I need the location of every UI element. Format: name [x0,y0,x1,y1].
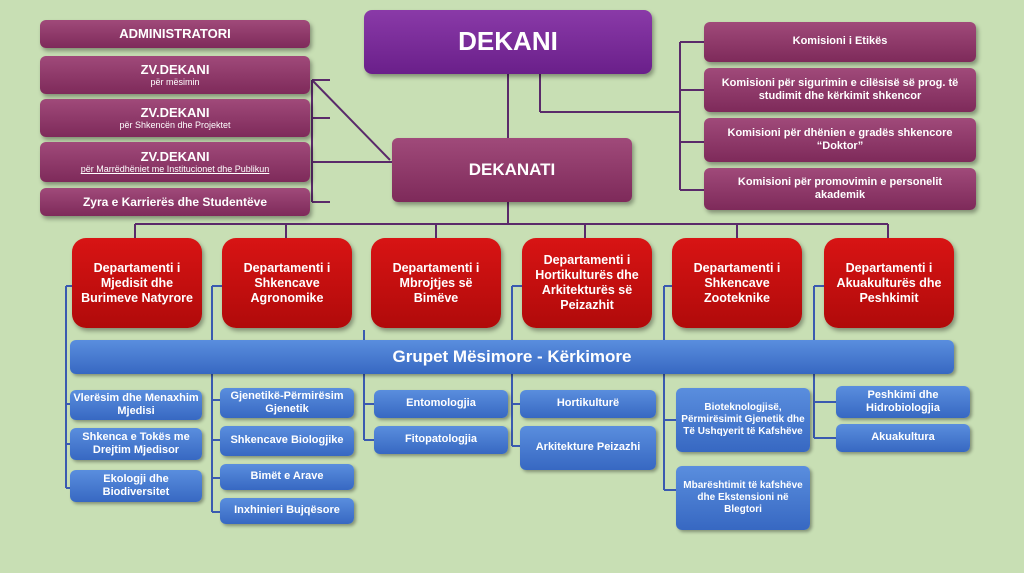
department-horticulture: Departamenti i Hortikulturës dhe Arkitek… [522,238,652,328]
group-label: Peshkimi dhe Hidrobiologjia [866,388,940,414]
department-label: Departamenti i Mbrojtjes së Bimëve [392,260,480,305]
vice-dean-teaching-sub: për mësimin [150,77,200,88]
deanate-label: DEKANATI [468,159,556,179]
group-box: Bioteknologjisë, Përmirësimit Gjenetik d… [676,388,810,452]
commission-promotion: Komisioni për promovimin e personelit ak… [704,168,976,210]
dean-box: DEKANI [364,10,652,74]
group-box: Ekologji dhe Biodiversitet [70,470,202,502]
department-agronomy: Departamenti i Shkencave Agronomike [222,238,352,328]
vice-dean-science-sub: për Shkencën dhe Projektet [119,120,231,131]
administrator-label: ADMINISTRATORI [119,26,231,42]
department-environment: Departamenti i Mjedisit dhe Burimeve Nat… [72,238,202,328]
group-box: Peshkimi dhe Hidrobiologjia [836,386,970,418]
commission-label: Komisioni për promovimin e personelit ak… [737,175,943,201]
vice-dean-science-box: ZV.DEKANI për Shkencën dhe Projektet [40,99,310,137]
vice-dean-relations-title: ZV.DEKANI [140,148,210,164]
vice-dean-relations-box: ZV.DEKANI për Marrëdhëniet me Institucio… [40,142,310,182]
group-box: Hortikulturë [520,390,656,418]
department-label: Departamenti i Hortikulturës dhe Arkitek… [535,253,639,312]
commission-label: Komisioni për sigurimin e cilësisë së pr… [721,76,959,102]
group-label: Fitopatologjia [404,433,478,446]
dean-label: DEKANI [458,26,558,57]
group-box: Bimët e Arave [220,464,354,490]
commission-ethics: Komisioni i Etikës [704,22,976,62]
group-box: Fitopatologjia [374,426,508,454]
group-box: Shkenca e Tokës me Drejtim Mjedisor [70,428,202,460]
department-label: Departamenti i Mjedisit dhe Burimeve Nat… [81,260,193,305]
commission-doctorate: Komisioni për dhënien e gradës shkencore… [704,118,976,162]
commission-quality: Komisioni për sigurimin e cilësisë së pr… [704,68,976,112]
group-box: Mbarështimit të kafshëve dhe Ekstensioni… [676,466,810,530]
administrator-box: ADMINISTRATORI [40,20,310,48]
group-label: Shkenca e Tokës me Drejtim Mjedisor [82,430,190,456]
commission-label: Komisioni i Etikës [792,35,888,48]
group-label: Entomologjia [406,397,476,410]
vice-dean-teaching-title: ZV.DEKANI [140,61,210,77]
group-label: Akuakultura [871,431,935,444]
careers-office-label: Zyra e Karrierës dhe Studentëve [82,194,268,209]
department-zootechnics: Departamenti i Shkencave Zooteknike [672,238,802,328]
group-label: Mbarështimit të kafshëve dhe Ekstensioni… [683,480,803,515]
careers-office-box: Zyra e Karrierës dhe Studentëve [40,188,310,216]
groups-bar: Grupet Mësimore - Kërkimore [70,340,954,374]
group-label: Vlerësim dhe Menaxhim Mjedisi [73,391,199,417]
group-box: Entomologjia [374,390,508,418]
group-label: Inxhinieri Bujqësore [234,504,340,517]
department-plant-protection: Departamenti i Mbrojtjes së Bimëve [371,238,501,328]
group-box: Akuakultura [836,424,970,452]
department-aquaculture: Departamenti i Akuakulturës dhe Peshkimi… [824,238,954,328]
vice-dean-teaching-box: ZV.DEKANI për mësimin [40,56,310,94]
department-label: Departamenti i Akuakulturës dhe Peshkimi… [836,260,942,305]
group-box: Arkitekture Peizazhi [520,426,656,470]
group-label: Shkencave Biologjike [230,434,344,447]
group-label: Arkitekture Peizazhi [535,441,641,454]
deanate-box: DEKANATI [392,138,632,202]
group-box: Inxhinieri Bujqësore [220,498,354,524]
department-label: Departamenti i Shkencave Zooteknike [693,260,781,305]
vice-dean-relations-sub: për Marrëdhëniet me Institucionet dhe Pu… [80,164,270,175]
department-label: Departamenti i Shkencave Agronomike [243,260,331,305]
commission-label: Komisioni për dhënien e gradës shkencore… [727,126,953,152]
group-label: Gjenetikë-Përmirësim Gjenetik [230,389,344,415]
groups-bar-label: Grupet Mësimore - Kërkimore [392,346,632,366]
group-box: Shkencave Biologjike [220,426,354,456]
group-box: Vlerësim dhe Menaxhim Mjedisi [70,390,202,420]
group-label: Hortikulturë [556,397,620,410]
group-label: Bimët e Arave [250,470,324,483]
group-box: Gjenetikë-Përmirësim Gjenetik [220,388,354,418]
group-label: Bioteknologjisë, Përmirësimit Gjenetik d… [681,402,805,437]
vice-dean-science-title: ZV.DEKANI [140,104,210,120]
group-label: Ekologji dhe Biodiversitet [102,472,170,498]
